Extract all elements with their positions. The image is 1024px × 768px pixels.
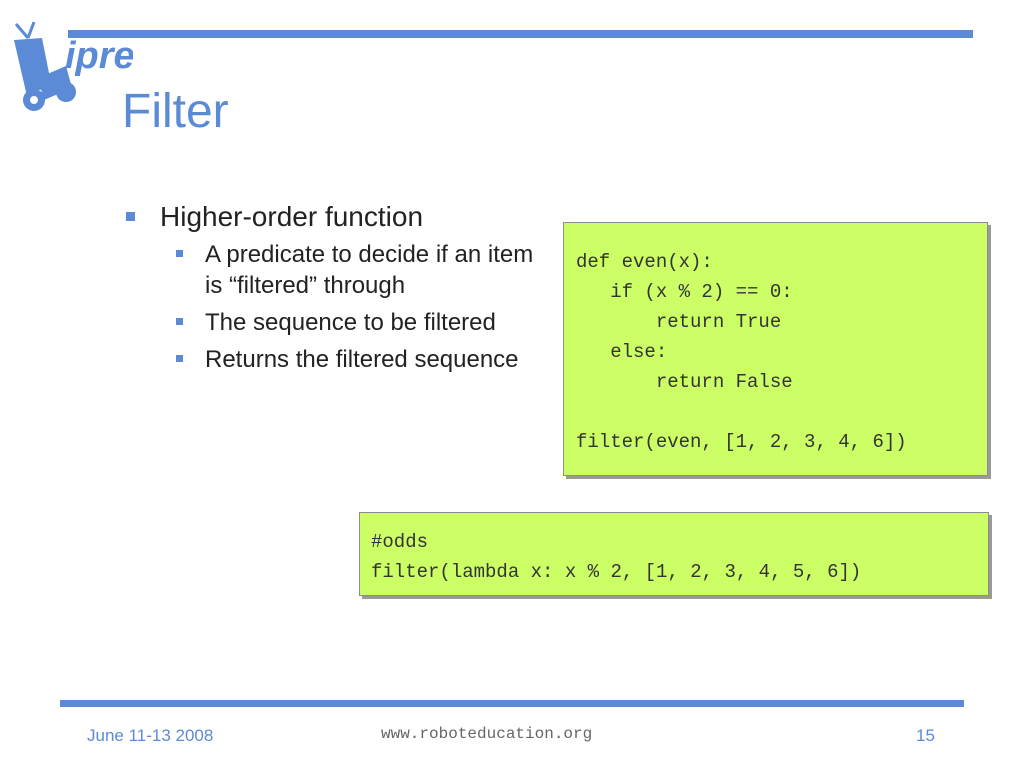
- sub-bullet-list: A predicate to decide if an item is “fil…: [122, 239, 552, 375]
- sub-bullet-text: The sequence to be filtered: [205, 309, 496, 336]
- bullet-square-icon: [176, 318, 183, 325]
- code-box-odds: #odds filter(lambda x: x % 2, [1, 2, 3, …: [359, 512, 989, 596]
- bullet-square-icon: [176, 355, 183, 362]
- sub-bullet: Returns the filtered sequence: [122, 344, 552, 375]
- page-number: 15: [916, 726, 935, 745]
- slide-title: Filter: [122, 85, 229, 138]
- code-line: else:: [576, 341, 668, 363]
- bullet-list: Higher-order function A predicate to dec…: [122, 200, 552, 381]
- code-line: if (x % 2) == 0:: [576, 281, 793, 303]
- code-line: filter(lambda x: x % 2, [1, 2, 3, 4, 5, …: [371, 561, 862, 583]
- robot-cart-icon: ipre: [14, 21, 133, 111]
- footer-rule: [60, 700, 964, 707]
- footer-date: June 11-13 2008: [87, 726, 214, 745]
- sub-bullet-text: Returns the filtered sequence: [205, 346, 519, 373]
- code-line: filter(even, [1, 2, 3, 4, 6]): [576, 431, 907, 453]
- code-line: return False: [576, 371, 793, 393]
- code-line: #odds: [371, 531, 429, 553]
- sub-bullet: The sequence to be filtered: [122, 307, 552, 338]
- bullet-square-icon: [176, 250, 183, 257]
- code-line: [576, 397, 987, 427]
- code-line: def even(x):: [576, 251, 713, 273]
- header-rule: [68, 30, 973, 38]
- logo-text: ipre: [65, 35, 133, 77]
- code-box-even: def even(x): if (x % 2) == 0: return Tru…: [563, 222, 988, 476]
- bullet-main-text: Higher-order function: [160, 201, 424, 232]
- ipre-logo: ipre: [8, 18, 133, 118]
- code-line: return True: [576, 311, 782, 333]
- bullet-main: Higher-order function: [122, 200, 552, 234]
- sub-bullet: A predicate to decide if an item is “fil…: [122, 239, 552, 301]
- footer-url: www.roboteducation.org: [381, 725, 593, 743]
- bullet-square-icon: [126, 212, 135, 221]
- sub-bullet-text: A predicate to decide if an item is “fil…: [205, 241, 534, 299]
